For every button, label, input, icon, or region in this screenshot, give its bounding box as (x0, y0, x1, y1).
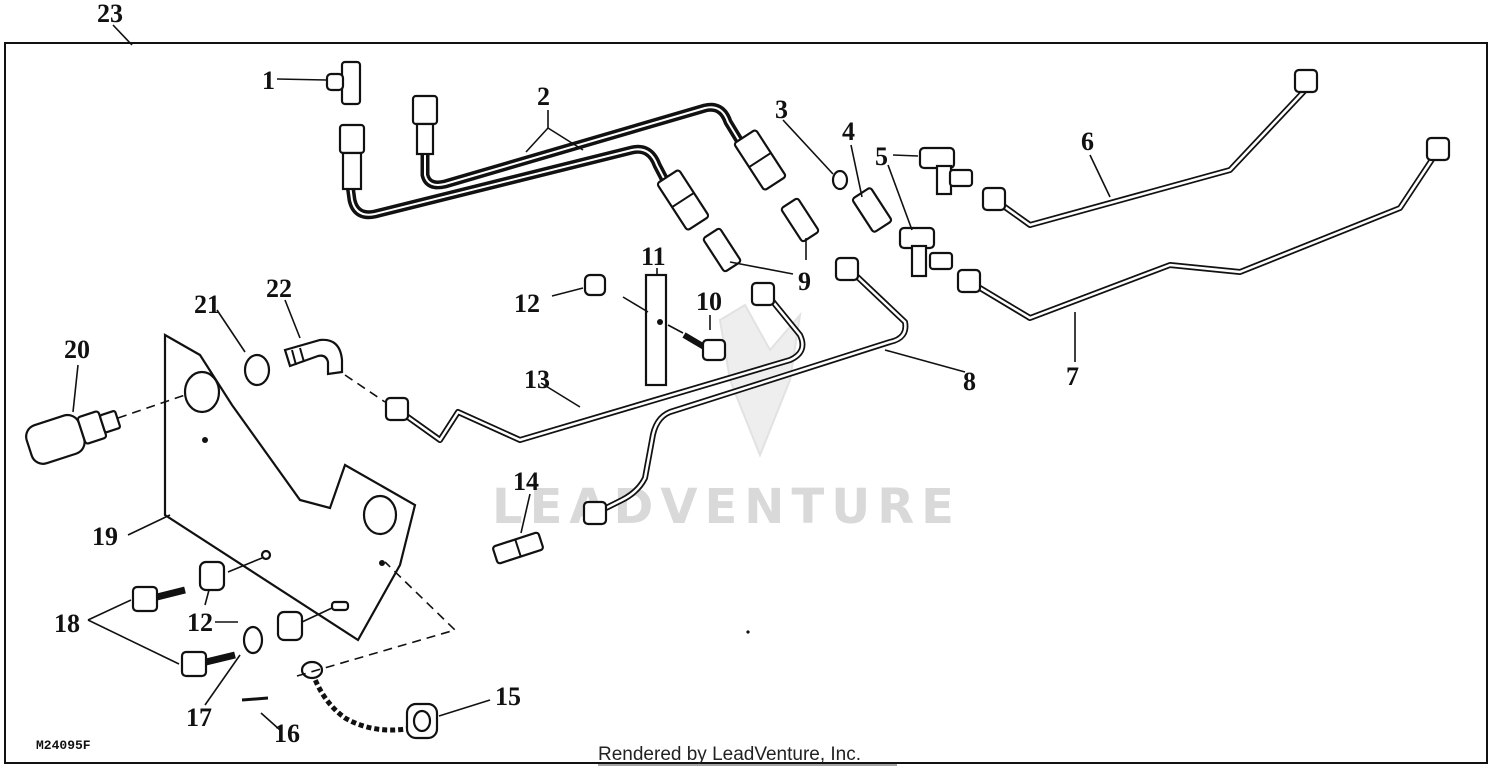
callout-18: 18 (54, 609, 80, 638)
part-9-adapters (702, 197, 820, 273)
part-12-nut-top (583, 273, 607, 297)
callout-10: 10 (696, 287, 722, 316)
callout-12-bottom: 12 (187, 608, 213, 637)
part-6-line (981, 68, 1319, 228)
part-20-coupler (25, 410, 122, 465)
part-13-line (384, 281, 806, 443)
callout-14: 14 (513, 467, 539, 496)
part-8-line (582, 256, 909, 526)
callout-11: 11 (641, 242, 666, 271)
callout-2: 2 (537, 82, 550, 111)
callout-8: 8 (963, 367, 976, 396)
part-12-nut-lower (276, 610, 304, 642)
part-18-bolts (131, 585, 236, 678)
part-10-bolt (682, 332, 727, 362)
callout-19: 19 (92, 522, 118, 551)
callout-3: 3 (775, 95, 788, 124)
callout-16: 16 (274, 719, 300, 748)
part-12-nut (198, 560, 226, 592)
callout-9: 9 (798, 267, 811, 296)
watermark: LEADVENTURE (492, 303, 961, 535)
part-7-line (956, 136, 1451, 321)
callout-22: 22 (266, 274, 292, 303)
part-15-cap (300, 660, 439, 740)
callout-4: 4 (842, 117, 855, 146)
figure-id: M24095F (36, 738, 91, 753)
part-4-adapter (851, 187, 893, 233)
callout-17: 17 (186, 703, 212, 732)
callout-labels: 23 1 2 3 4 5 6 7 8 9 10 11 12 13 14 15 1… (54, 0, 1094, 748)
part-3-o-ring (831, 169, 849, 191)
callout-13: 13 (524, 365, 550, 394)
part-2-hoses (338, 94, 787, 231)
callout-15: 15 (495, 682, 521, 711)
leader-lines (72, 24, 1111, 731)
callout-12-top: 12 (514, 289, 540, 318)
callout-21: 21 (194, 290, 220, 319)
callout-6: 6 (1081, 127, 1094, 156)
callout-20: 20 (64, 335, 90, 364)
callout-5: 5 (875, 142, 888, 171)
part-5-tees (898, 146, 974, 278)
part-14-adapter (492, 531, 544, 565)
part-19-bracket (163, 333, 417, 642)
callout-7: 7 (1066, 362, 1079, 391)
part-22-elbow (283, 338, 344, 376)
footer-credit: Rendered by LeadVenture, Inc. (598, 744, 861, 765)
callout-23: 23 (97, 0, 123, 28)
watermark-text: LEADVENTURE (492, 479, 961, 535)
part-21-clamp (243, 353, 271, 387)
diagram-frame (4, 42, 1488, 764)
part-11-strap (644, 273, 668, 387)
part-1-fitting (325, 60, 362, 106)
part-17-washer (242, 625, 264, 655)
part-16-pin (241, 696, 269, 702)
callout-1: 1 (262, 66, 275, 95)
